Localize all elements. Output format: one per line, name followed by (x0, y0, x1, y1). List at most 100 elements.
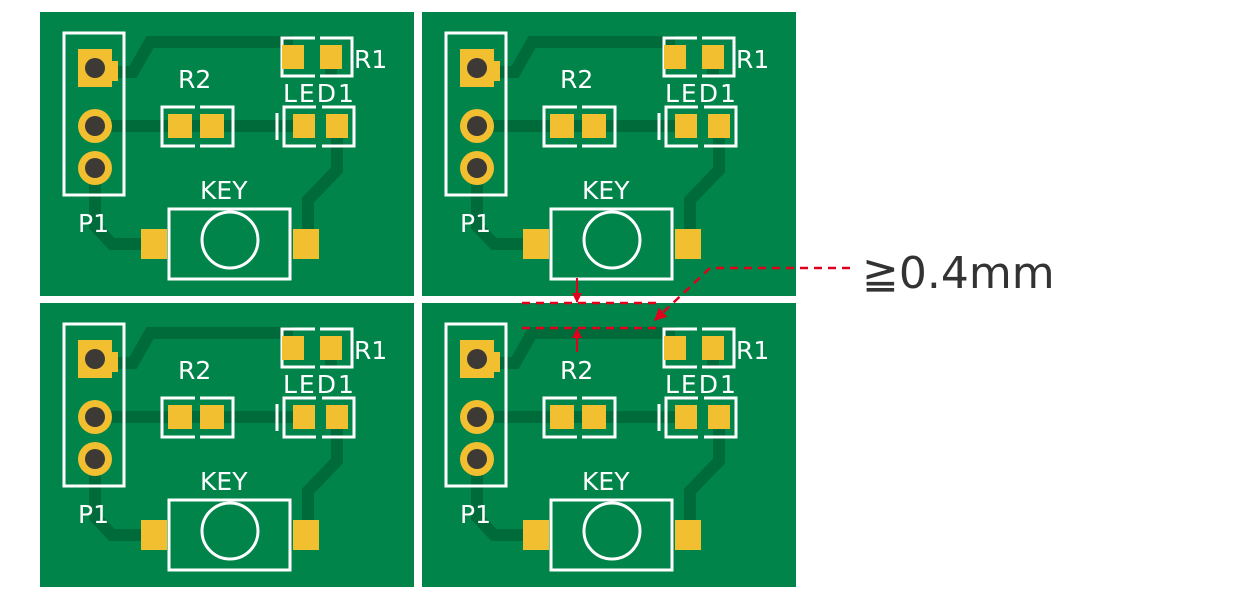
key-button-circle (200, 210, 260, 270)
key-pad-left (141, 520, 167, 550)
led1-pad (675, 114, 697, 138)
r2-pad (550, 114, 574, 138)
key-pad-left (141, 229, 167, 259)
r2-pad (200, 114, 224, 138)
r1-pad (320, 336, 342, 360)
trace-led-key (684, 126, 725, 244)
key-pad-right (293, 229, 319, 259)
trace-led-key (302, 126, 343, 244)
drill-hole (85, 407, 105, 427)
key-pad-right (293, 520, 319, 550)
drill-hole (85, 158, 105, 178)
led1-outline (282, 105, 356, 148)
led1-outline (664, 105, 738, 148)
led1-pad (326, 114, 348, 138)
label-p1: P1 (460, 500, 491, 529)
drill-hole (85, 349, 105, 369)
r2-pad (550, 405, 574, 429)
label-r1: R1 (354, 336, 387, 365)
label-p1: P1 (78, 500, 109, 529)
key-button-circle (200, 501, 260, 561)
drill-hole (85, 58, 105, 78)
r1-pad (664, 45, 686, 69)
trace-p1-key (89, 168, 153, 250)
p1-pad-tab (490, 61, 500, 81)
label-key: KEY (200, 467, 248, 496)
led1-pad (293, 114, 315, 138)
key-button-circle (582, 501, 642, 561)
led1-pad (708, 114, 730, 138)
r1-pad (664, 336, 686, 360)
p1-outline (444, 31, 508, 197)
label-led1: LED1 (665, 370, 738, 399)
drill-hole (85, 449, 105, 469)
r1-pad (702, 45, 724, 69)
drill-hole (85, 116, 105, 136)
drill-hole (467, 349, 487, 369)
key-pad-left (523, 520, 549, 550)
key-pad-left (523, 229, 549, 259)
label-r1: R1 (736, 336, 769, 365)
label-key: KEY (582, 467, 630, 496)
label-r1: R1 (736, 45, 769, 74)
p1-pad-tab (108, 352, 118, 372)
r2-outline (542, 396, 617, 439)
drill-hole (467, 407, 487, 427)
led1-pad (675, 405, 697, 429)
r2-outline (542, 105, 617, 148)
label-r1: R1 (354, 45, 387, 74)
r2-outline (160, 105, 235, 148)
trace-p1-key (471, 168, 535, 250)
drill-hole (467, 158, 487, 178)
key-pad-right (675, 520, 701, 550)
drill-hole (467, 449, 487, 469)
led1-outline (664, 396, 738, 439)
clearance-label: ≧0.4mm (862, 248, 1055, 299)
label-led1: LED1 (283, 79, 356, 108)
p1-pad-tab (490, 352, 500, 372)
label-led1: LED1 (283, 370, 356, 399)
drill-hole (467, 58, 487, 78)
label-key: KEY (200, 176, 248, 205)
r2-pad (168, 405, 192, 429)
led1-pad (293, 405, 315, 429)
r2-outline (160, 396, 235, 439)
r2-pad (200, 405, 224, 429)
r2-pad (168, 114, 192, 138)
r1-pad (282, 336, 304, 360)
trace-p1-key (471, 459, 535, 541)
key-pad-right (675, 229, 701, 259)
label-r2: R2 (560, 65, 593, 94)
label-p1: P1 (460, 209, 491, 238)
key-button-circle (582, 210, 642, 270)
r2-pad (582, 405, 606, 429)
p1-outline (62, 322, 126, 488)
key-outline (167, 498, 292, 572)
label-r2: R2 (178, 65, 211, 94)
trace-led-key (684, 417, 725, 535)
key-outline (549, 498, 674, 572)
led1-outline (282, 396, 356, 439)
p1-outline (62, 31, 126, 197)
drill-hole (467, 116, 487, 136)
r1-pad (320, 45, 342, 69)
r2-pad (582, 114, 606, 138)
label-r2: R2 (178, 356, 211, 385)
key-outline (167, 207, 292, 281)
led1-pad (708, 405, 730, 429)
label-led1: LED1 (665, 79, 738, 108)
led1-pad (326, 405, 348, 429)
trace-led-key (302, 417, 343, 535)
label-p1: P1 (78, 209, 109, 238)
r1-pad (702, 336, 724, 360)
spacing-annotation: ≧0.4mm (522, 248, 1055, 352)
trace-p1-key (89, 459, 153, 541)
p1-outline (444, 322, 508, 488)
p1-pad-tab (108, 61, 118, 81)
label-r2: R2 (560, 356, 593, 385)
